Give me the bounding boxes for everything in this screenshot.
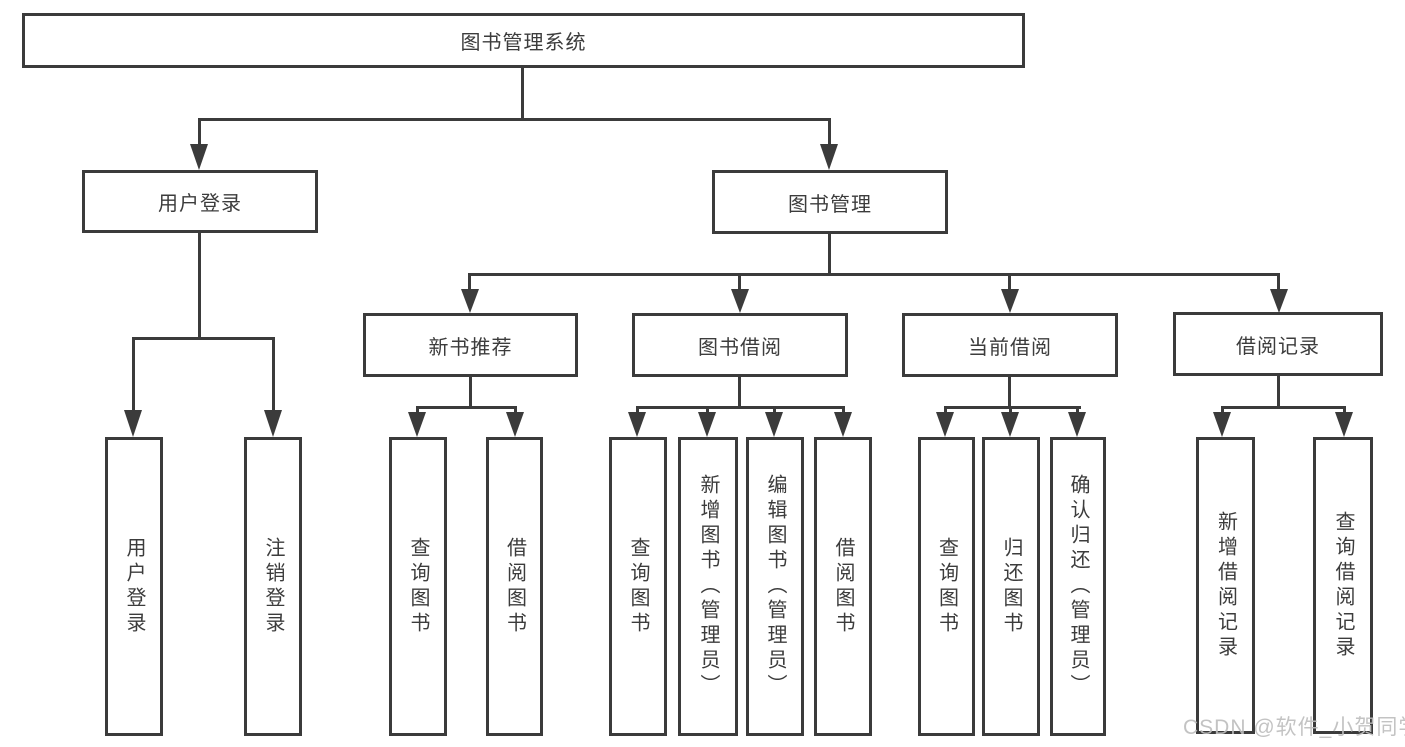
connector-line (636, 406, 639, 414)
arrowhead-icon (820, 144, 838, 170)
leaf-borrow-books-recommend: 借阅图书 (486, 437, 543, 736)
leaf-label: 查询图书 (407, 536, 429, 637)
node-label: 新书推荐 (428, 336, 513, 359)
leaf-label: 查询图书 (935, 536, 958, 637)
connector-line (468, 273, 471, 291)
connector-line (198, 118, 831, 121)
arrowhead-icon (936, 412, 954, 437)
connector-line (132, 337, 275, 340)
node-borrowing-records: 借阅记录 (1173, 312, 1383, 376)
arrowhead-icon (506, 412, 524, 437)
connector-line (416, 406, 419, 414)
node-label: 图书借阅 (698, 336, 782, 359)
arrowhead-icon (190, 144, 208, 170)
connector-line (1277, 375, 1280, 407)
connector-line (1343, 406, 1346, 414)
leaf-label: 新增图书（管理员） (697, 474, 719, 699)
csdn-watermark: CSDN @软件_小贺同学 (1183, 716, 1405, 739)
connector-line (842, 406, 845, 414)
leaf-label: 归还图书 (1000, 536, 1022, 637)
arrowhead-icon (1068, 412, 1086, 437)
connector-line (521, 68, 524, 118)
leaf-edit-books-admin: 编辑图书（管理员） (746, 437, 804, 736)
leaf-query-books-current: 查询图书 (918, 437, 975, 736)
connector-line (773, 406, 776, 414)
leaf-confirm-return-admin: 确认归还（管理员） (1050, 437, 1106, 736)
connector-line (1277, 273, 1280, 291)
node-label: 当前借阅 (968, 336, 1052, 359)
connector-line (1221, 406, 1346, 409)
leaf-label: 查询借阅记录 (1332, 510, 1354, 661)
leaf-label: 用户登录 (123, 536, 145, 637)
leaf-add-books-admin: 新增图书（管理员） (678, 437, 738, 736)
node-user-login: 用户登录 (82, 170, 318, 233)
connector-line (738, 273, 741, 291)
connector-line (1221, 406, 1224, 414)
leaf-label: 借阅图书 (832, 536, 854, 637)
arrowhead-icon (408, 412, 426, 437)
node-new-book-recommendation: 新书推荐 (363, 313, 578, 377)
connector-line (636, 406, 845, 409)
connector-line (828, 234, 831, 273)
connector-line (944, 406, 1081, 409)
arrowhead-icon (124, 410, 142, 437)
leaf-query-books-recommend: 查询图书 (389, 437, 447, 736)
arrowhead-icon (461, 289, 479, 313)
arrowhead-icon (1001, 412, 1019, 437)
connector-line (132, 337, 135, 412)
arrowhead-icon (1335, 412, 1353, 437)
arrowhead-icon (765, 412, 783, 437)
connector-line (272, 337, 275, 412)
connector-line (738, 377, 741, 406)
arrowhead-icon (264, 410, 282, 437)
node-library-management-system: 图书管理系统 (22, 13, 1025, 68)
connector-line (706, 406, 709, 414)
node-book-management: 图书管理 (712, 170, 948, 234)
arrowhead-icon (1213, 412, 1231, 437)
connector-line (1076, 406, 1079, 414)
leaf-label: 确认归还（管理员） (1067, 474, 1089, 699)
connector-line (514, 406, 517, 414)
connector-line (198, 233, 201, 337)
arrowhead-icon (731, 289, 749, 313)
leaf-label: 注销登录 (262, 536, 284, 637)
leaf-return-books: 归还图书 (982, 437, 1040, 736)
connector-line (468, 273, 1280, 276)
leaf-query-books-borrowing: 查询图书 (609, 437, 667, 736)
arrowhead-icon (1270, 289, 1288, 313)
leaf-label: 查询图书 (627, 536, 649, 637)
leaf-user-login: 用户登录 (105, 437, 163, 736)
connector-line (198, 118, 201, 146)
leaf-add-borrow-record: 新增借阅记录 (1196, 437, 1255, 734)
leaf-borrow-books-borrowing: 借阅图书 (814, 437, 872, 736)
connector-line (944, 406, 947, 414)
connector-line (469, 377, 472, 406)
connector-line (828, 118, 831, 146)
connector-line (1008, 273, 1011, 291)
arrowhead-icon (834, 412, 852, 437)
leaf-label: 借阅图书 (503, 536, 526, 637)
node-book-borrowing: 图书借阅 (632, 313, 848, 377)
connector-line (1008, 377, 1011, 406)
leaf-label: 新增借阅记录 (1214, 510, 1237, 661)
leaf-query-borrow-record: 查询借阅记录 (1313, 437, 1373, 734)
node-label: 图书管理 (788, 193, 872, 216)
node-label: 借阅记录 (1236, 335, 1320, 358)
arrowhead-icon (698, 412, 716, 437)
connector-line (416, 406, 517, 409)
node-label: 图书管理系统 (460, 32, 587, 54)
arrowhead-icon (1001, 289, 1019, 313)
arrowhead-icon (628, 412, 646, 437)
connector-line (1009, 406, 1012, 414)
node-current-borrowing: 当前借阅 (902, 313, 1118, 377)
leaf-label: 编辑图书（管理员） (764, 474, 786, 699)
node-label: 用户登录 (158, 193, 242, 215)
leaf-logout: 注销登录 (244, 437, 302, 736)
